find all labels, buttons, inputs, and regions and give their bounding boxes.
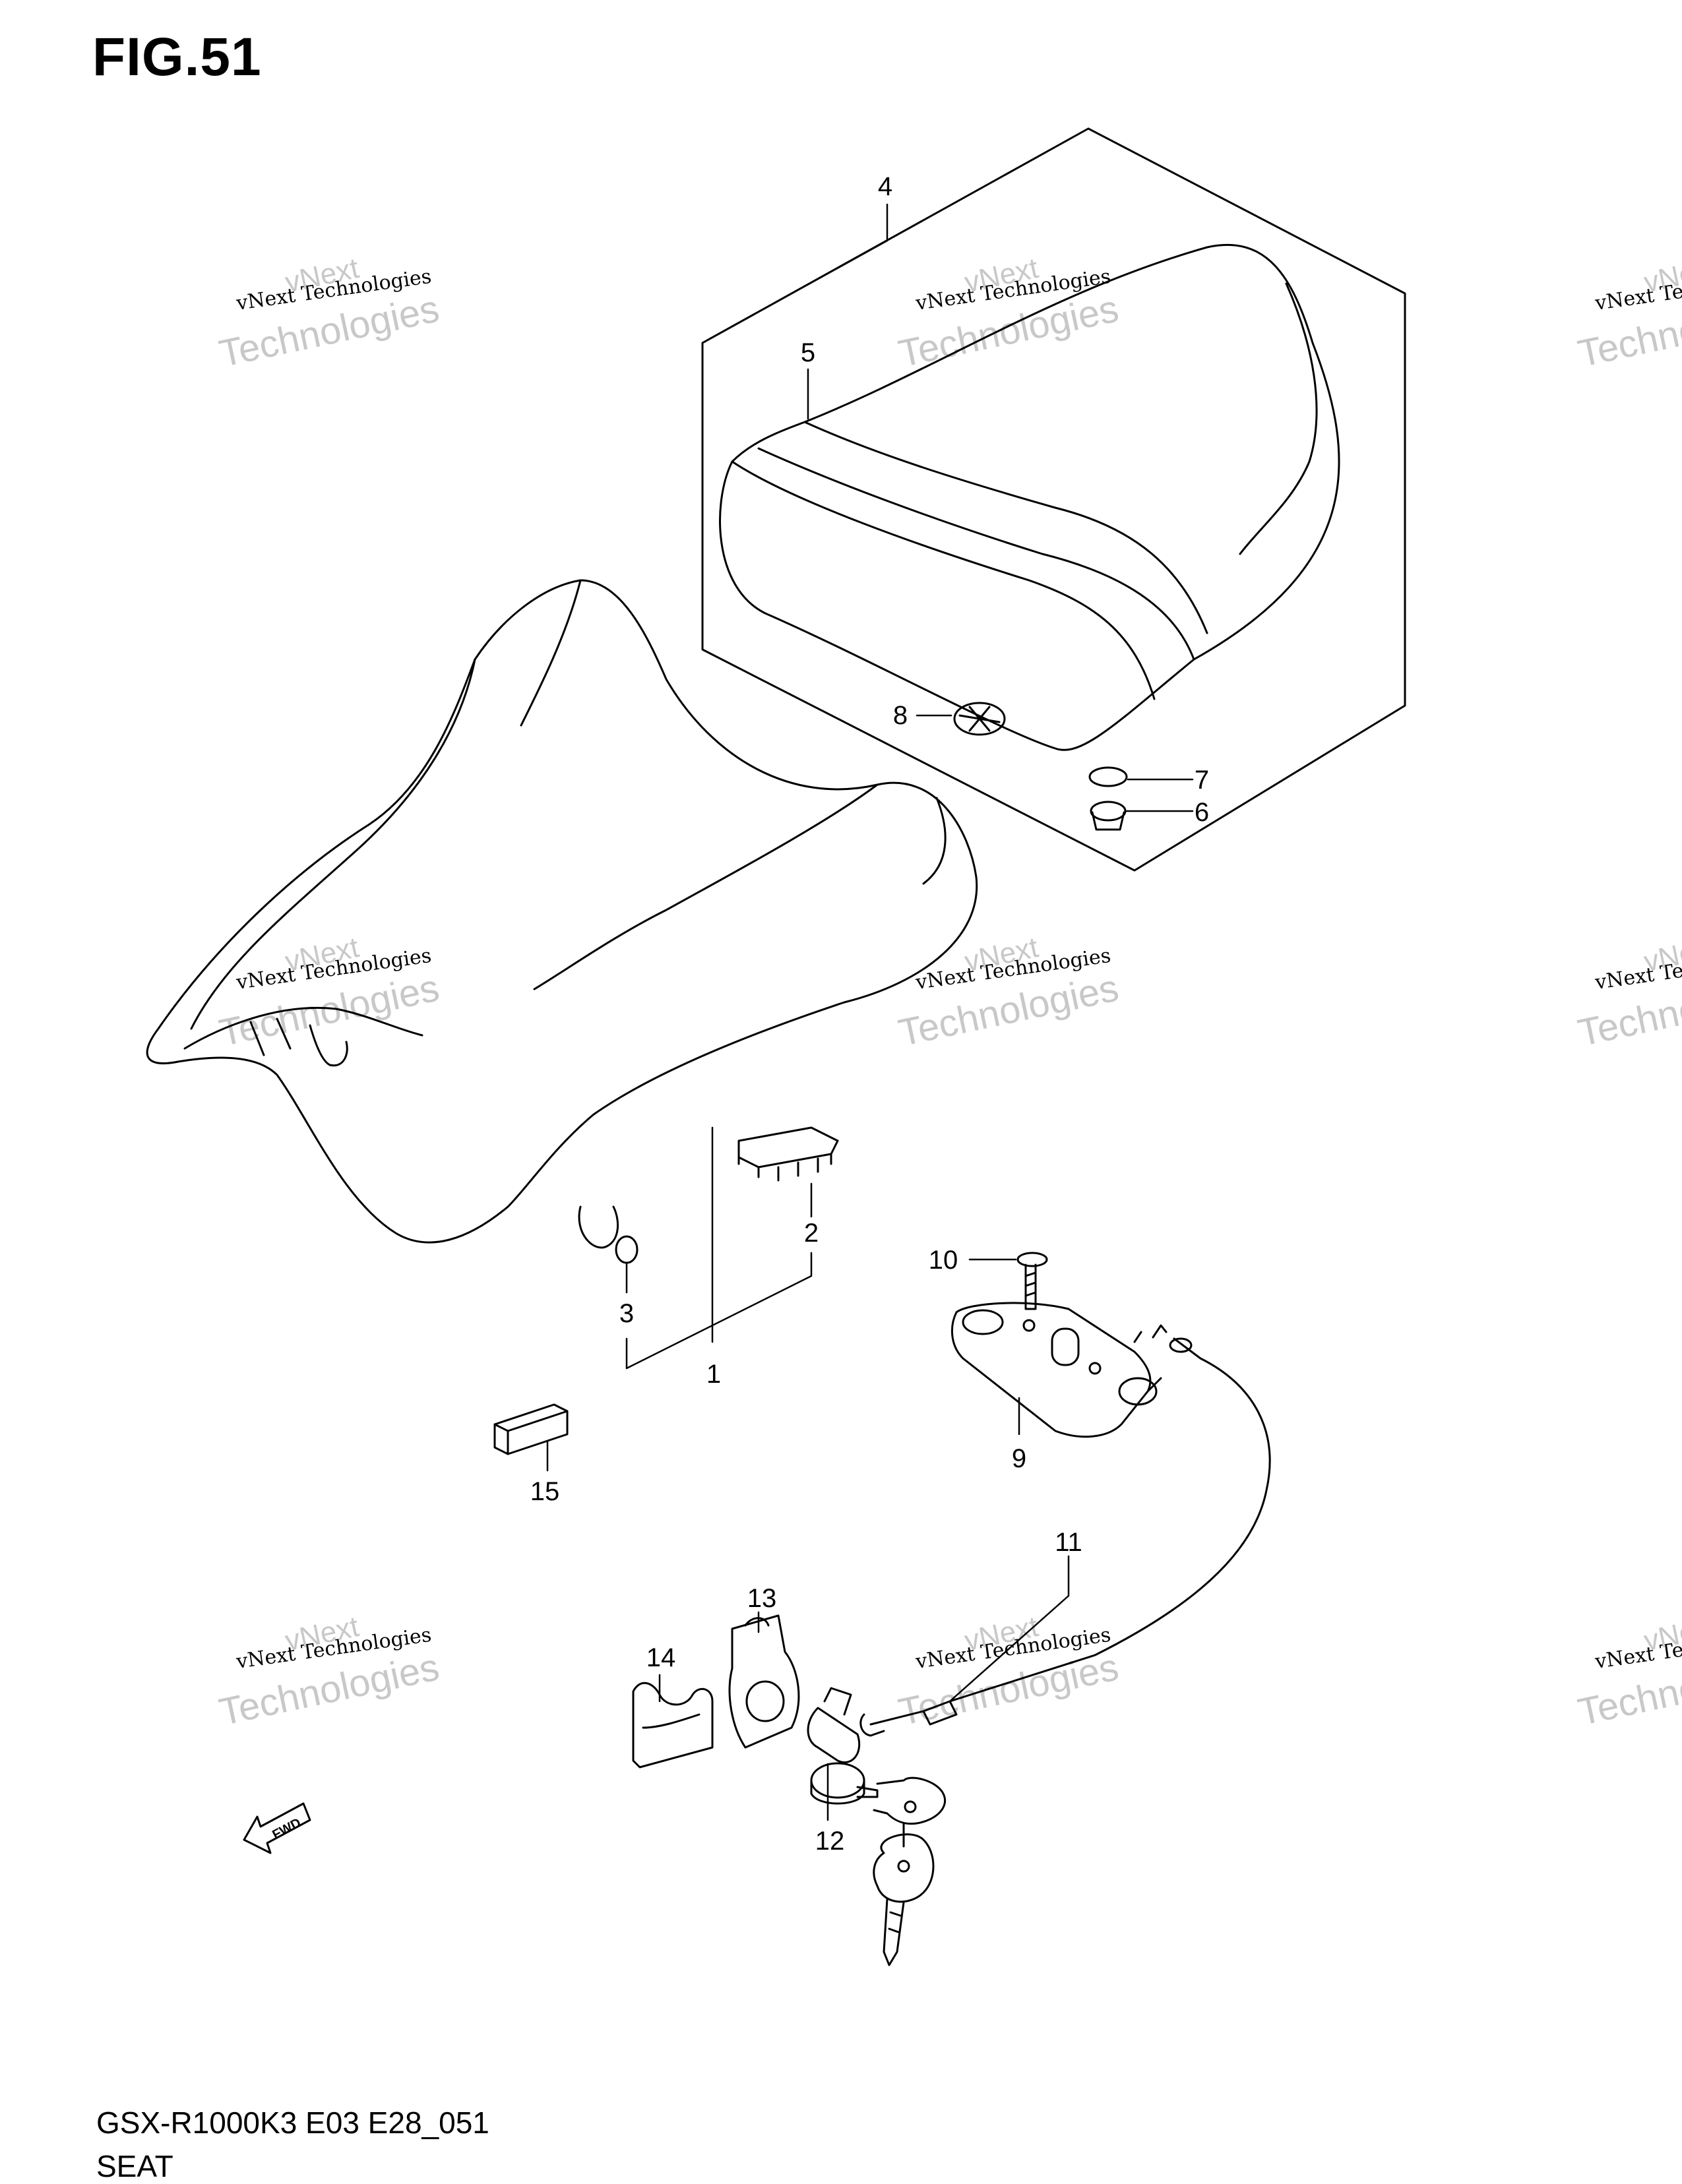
nut-part-6 [1090, 801, 1127, 831]
watermark-large-text-1: vNext [1641, 252, 1682, 299]
watermark-group: vNext Technologies vNext Technologies vN… [216, 252, 1682, 1734]
rear-seat-kit-outline [701, 127, 1406, 872]
fwd-arrow-icon [243, 1802, 311, 1854]
watermark-9: vNext Technologies vNext Technologies [1574, 1610, 1682, 1734]
grommet-part-8 [953, 702, 1006, 736]
callout-8: 8 [893, 701, 908, 730]
callout-13: 13 [747, 1584, 777, 1613]
clip-part-14 [632, 1682, 714, 1769]
lock-holder-part-13 [728, 1614, 800, 1749]
watermark-5: vNext Technologies vNext Technologies [895, 931, 1123, 1054]
callout-5: 5 [801, 338, 815, 367]
callout-7: 7 [1195, 766, 1209, 795]
callout-12: 12 [815, 1827, 845, 1856]
callout-labels: 4 5 8 7 6 2 10 3 1 9 15 11 13 14 12 [530, 172, 1209, 1856]
bracket-part-2 [737, 1126, 839, 1182]
callout-9: 9 [1012, 1444, 1026, 1473]
callout-10: 10 [929, 1246, 958, 1275]
watermark-2: vNext Technologies vNext Technologies [895, 252, 1123, 375]
watermark-3: vNext Technologies vNext Technologies [1574, 252, 1682, 375]
front-seat-drawing [146, 579, 978, 1249]
rear-seat-drawing [719, 243, 1340, 751]
section-name: SEAT [96, 2149, 173, 2183]
leader-lines [546, 203, 1194, 1821]
watermark-6: vNext Technologies vNext Technologies [1574, 931, 1682, 1054]
callout-15: 15 [530, 1477, 560, 1506]
screw-part-10 [1016, 1252, 1048, 1310]
key-cylinder-part-12 [807, 1687, 947, 1966]
spacer-part-15 [493, 1403, 569, 1455]
model-code: GSX-R1000K3 E03 E28_051 [96, 2106, 489, 2140]
bushing-part-3 [615, 1235, 639, 1264]
callout-1: 1 [706, 1360, 721, 1389]
watermark-8: vNext Technologies vNext Technologies [895, 1610, 1123, 1734]
seat-lock-part-9 [950, 1302, 1162, 1438]
callout-2: 2 [804, 1219, 819, 1248]
watermark-7: vNext Technologies vNext Technologies [216, 1610, 443, 1734]
cable-part-11 [859, 1324, 1271, 1737]
callout-14: 14 [646, 1643, 676, 1672]
callout-4: 4 [878, 172, 892, 201]
watermark-large-text-1: vNext [1641, 931, 1682, 978]
callout-11: 11 [1055, 1528, 1082, 1557]
figure-title: FIG.51 [92, 27, 262, 87]
callout-3: 3 [619, 1299, 634, 1328]
washer-part-7 [1088, 766, 1128, 787]
callout-6: 6 [1195, 798, 1209, 827]
watermark-large-text-1: vNext [1641, 1610, 1682, 1657]
watermark-1: vNext Technologies vNext Technologies [216, 252, 443, 375]
